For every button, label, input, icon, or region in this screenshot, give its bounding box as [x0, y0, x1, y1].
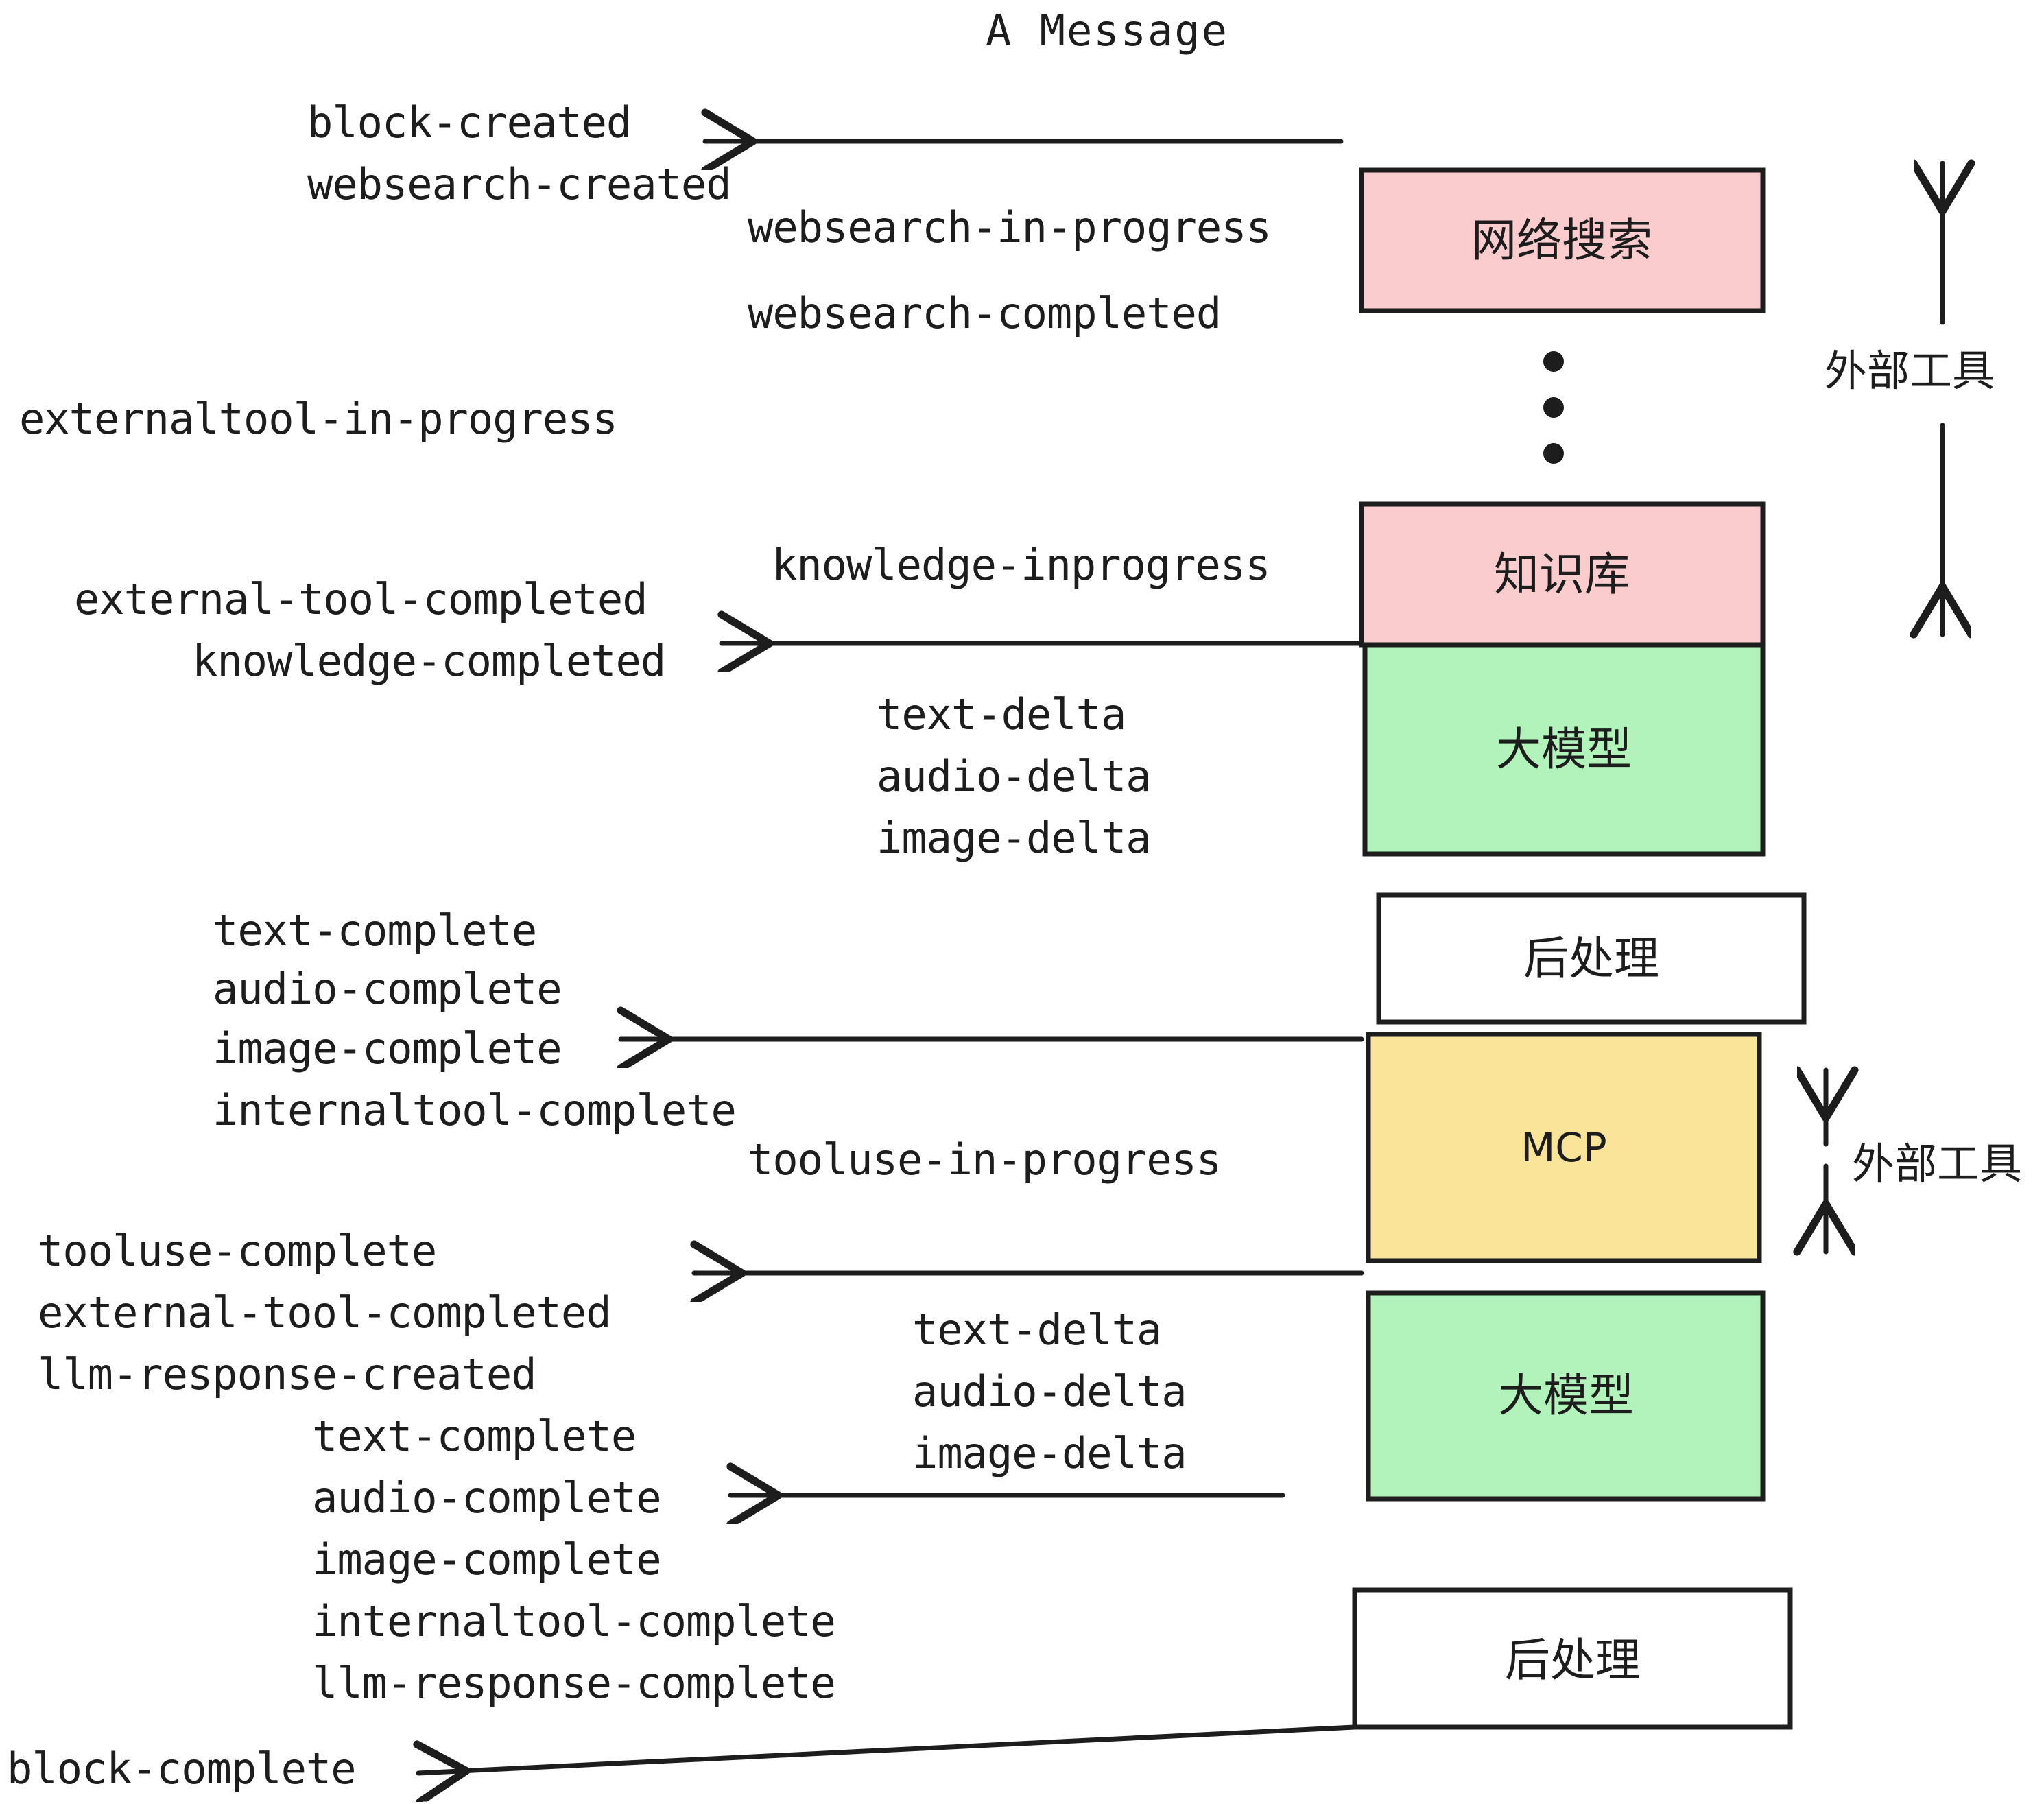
node-mcp-label: MCP — [1521, 1124, 1607, 1171]
node-llm-bottom-box[interactable] — [1366, 1290, 1766, 1502]
scope-external-bottom-label: 外部工具 — [1852, 1139, 2022, 1189]
event-audio-complete-2: audio-complete — [312, 1473, 661, 1523]
ellipsis-vertical — [1543, 351, 1564, 464]
node-mcp-box[interactable] — [1366, 1032, 1762, 1263]
event-tooluse-in-progress: tooluse-in-progress — [748, 1135, 1221, 1185]
event-image-complete-1: image-complete — [213, 1023, 562, 1073]
event-websearch-completed: websearch-completed — [748, 288, 1221, 338]
event-block-created: block-created — [307, 97, 631, 147]
event-knowledge-completed: knowledge-completed — [192, 636, 665, 686]
node-post-bottom-label: 后处理 — [1505, 1634, 1641, 1687]
event-image-complete-2: image-complete — [312, 1534, 661, 1585]
event-llm-response-created: llm-response-created — [38, 1349, 536, 1399]
event-tooluse-complete: tooluse-complete — [38, 1226, 436, 1276]
event-text-complete-2: text-complete — [312, 1411, 636, 1461]
event-externaltool-in-progress: externaltool-in-progress — [19, 394, 617, 444]
node-knowledge-label: 知识库 — [1494, 548, 1630, 601]
event-websearch-created: websearch-created — [307, 159, 731, 209]
node-websearch-box[interactable] — [1359, 167, 1766, 313]
ellipsis-dot-2 — [1543, 397, 1564, 418]
ellipsis-dot-1 — [1543, 351, 1564, 372]
scope-external-bottom: 外部工具 — [1826, 1070, 2022, 1252]
arrow-block-complete — [418, 1724, 1357, 1773]
event-audio-complete-1: audio-complete — [213, 964, 562, 1014]
event-external-tool-completed-2: external-tool-completed — [38, 1287, 611, 1338]
event-knowledge-inprogress: knowledge-inprogress — [772, 540, 1270, 590]
node-llm-bottom-label: 大模型 — [1498, 1369, 1634, 1422]
node-post-bottom[interactable]: 后处理 — [1352, 1587, 1793, 1730]
scope-external-top-label: 外部工具 — [1825, 346, 1995, 396]
node-websearch-label: 网络搜索 — [1471, 214, 1652, 267]
event-text-delta-1: text-delta — [877, 689, 1126, 739]
node-post-top-label: 后处理 — [1523, 932, 1659, 985]
node-knowledge[interactable]: 知识库 — [1359, 501, 1766, 648]
ellipsis-dot-3 — [1543, 443, 1564, 464]
event-audio-delta-1: audio-delta — [877, 751, 1151, 801]
event-audio-delta-2: audio-delta — [912, 1366, 1187, 1416]
event-text-complete-1: text-complete — [213, 905, 536, 956]
node-llm-bottom[interactable]: 大模型 — [1366, 1290, 1766, 1502]
event-websearch-in-progress: websearch-in-progress — [748, 202, 1271, 252]
node-llm-top-label: 大模型 — [1496, 723, 1632, 776]
event-text-delta-2: text-delta — [912, 1305, 1161, 1355]
node-post-bottom-box[interactable] — [1352, 1587, 1793, 1730]
event-external-tool-completed-1: external-tool-completed — [74, 574, 647, 624]
node-post-top[interactable]: 后处理 — [1376, 892, 1807, 1025]
page-title: A Message — [986, 5, 1228, 56]
node-llm-top-box[interactable] — [1362, 642, 1766, 857]
node-post-top-box[interactable] — [1376, 892, 1807, 1025]
event-llm-response-complete: llm-response-complete — [312, 1658, 835, 1708]
node-websearch[interactable]: 网络搜索 — [1359, 167, 1766, 313]
event-image-delta-1: image-delta — [877, 813, 1151, 863]
node-mcp[interactable]: MCP — [1366, 1032, 1762, 1263]
event-internaltool-complete-2: internaltool-complete — [312, 1596, 835, 1646]
event-internaltool-complete-1: internaltool-complete — [213, 1085, 736, 1135]
node-llm-top[interactable]: 大模型 — [1362, 642, 1766, 857]
event-image-delta-2: image-delta — [912, 1428, 1187, 1478]
event-block-complete: block-complete — [7, 1744, 356, 1794]
node-knowledge-box[interactable] — [1359, 501, 1766, 648]
scope-external-top: 外部工具 — [1825, 163, 1995, 634]
